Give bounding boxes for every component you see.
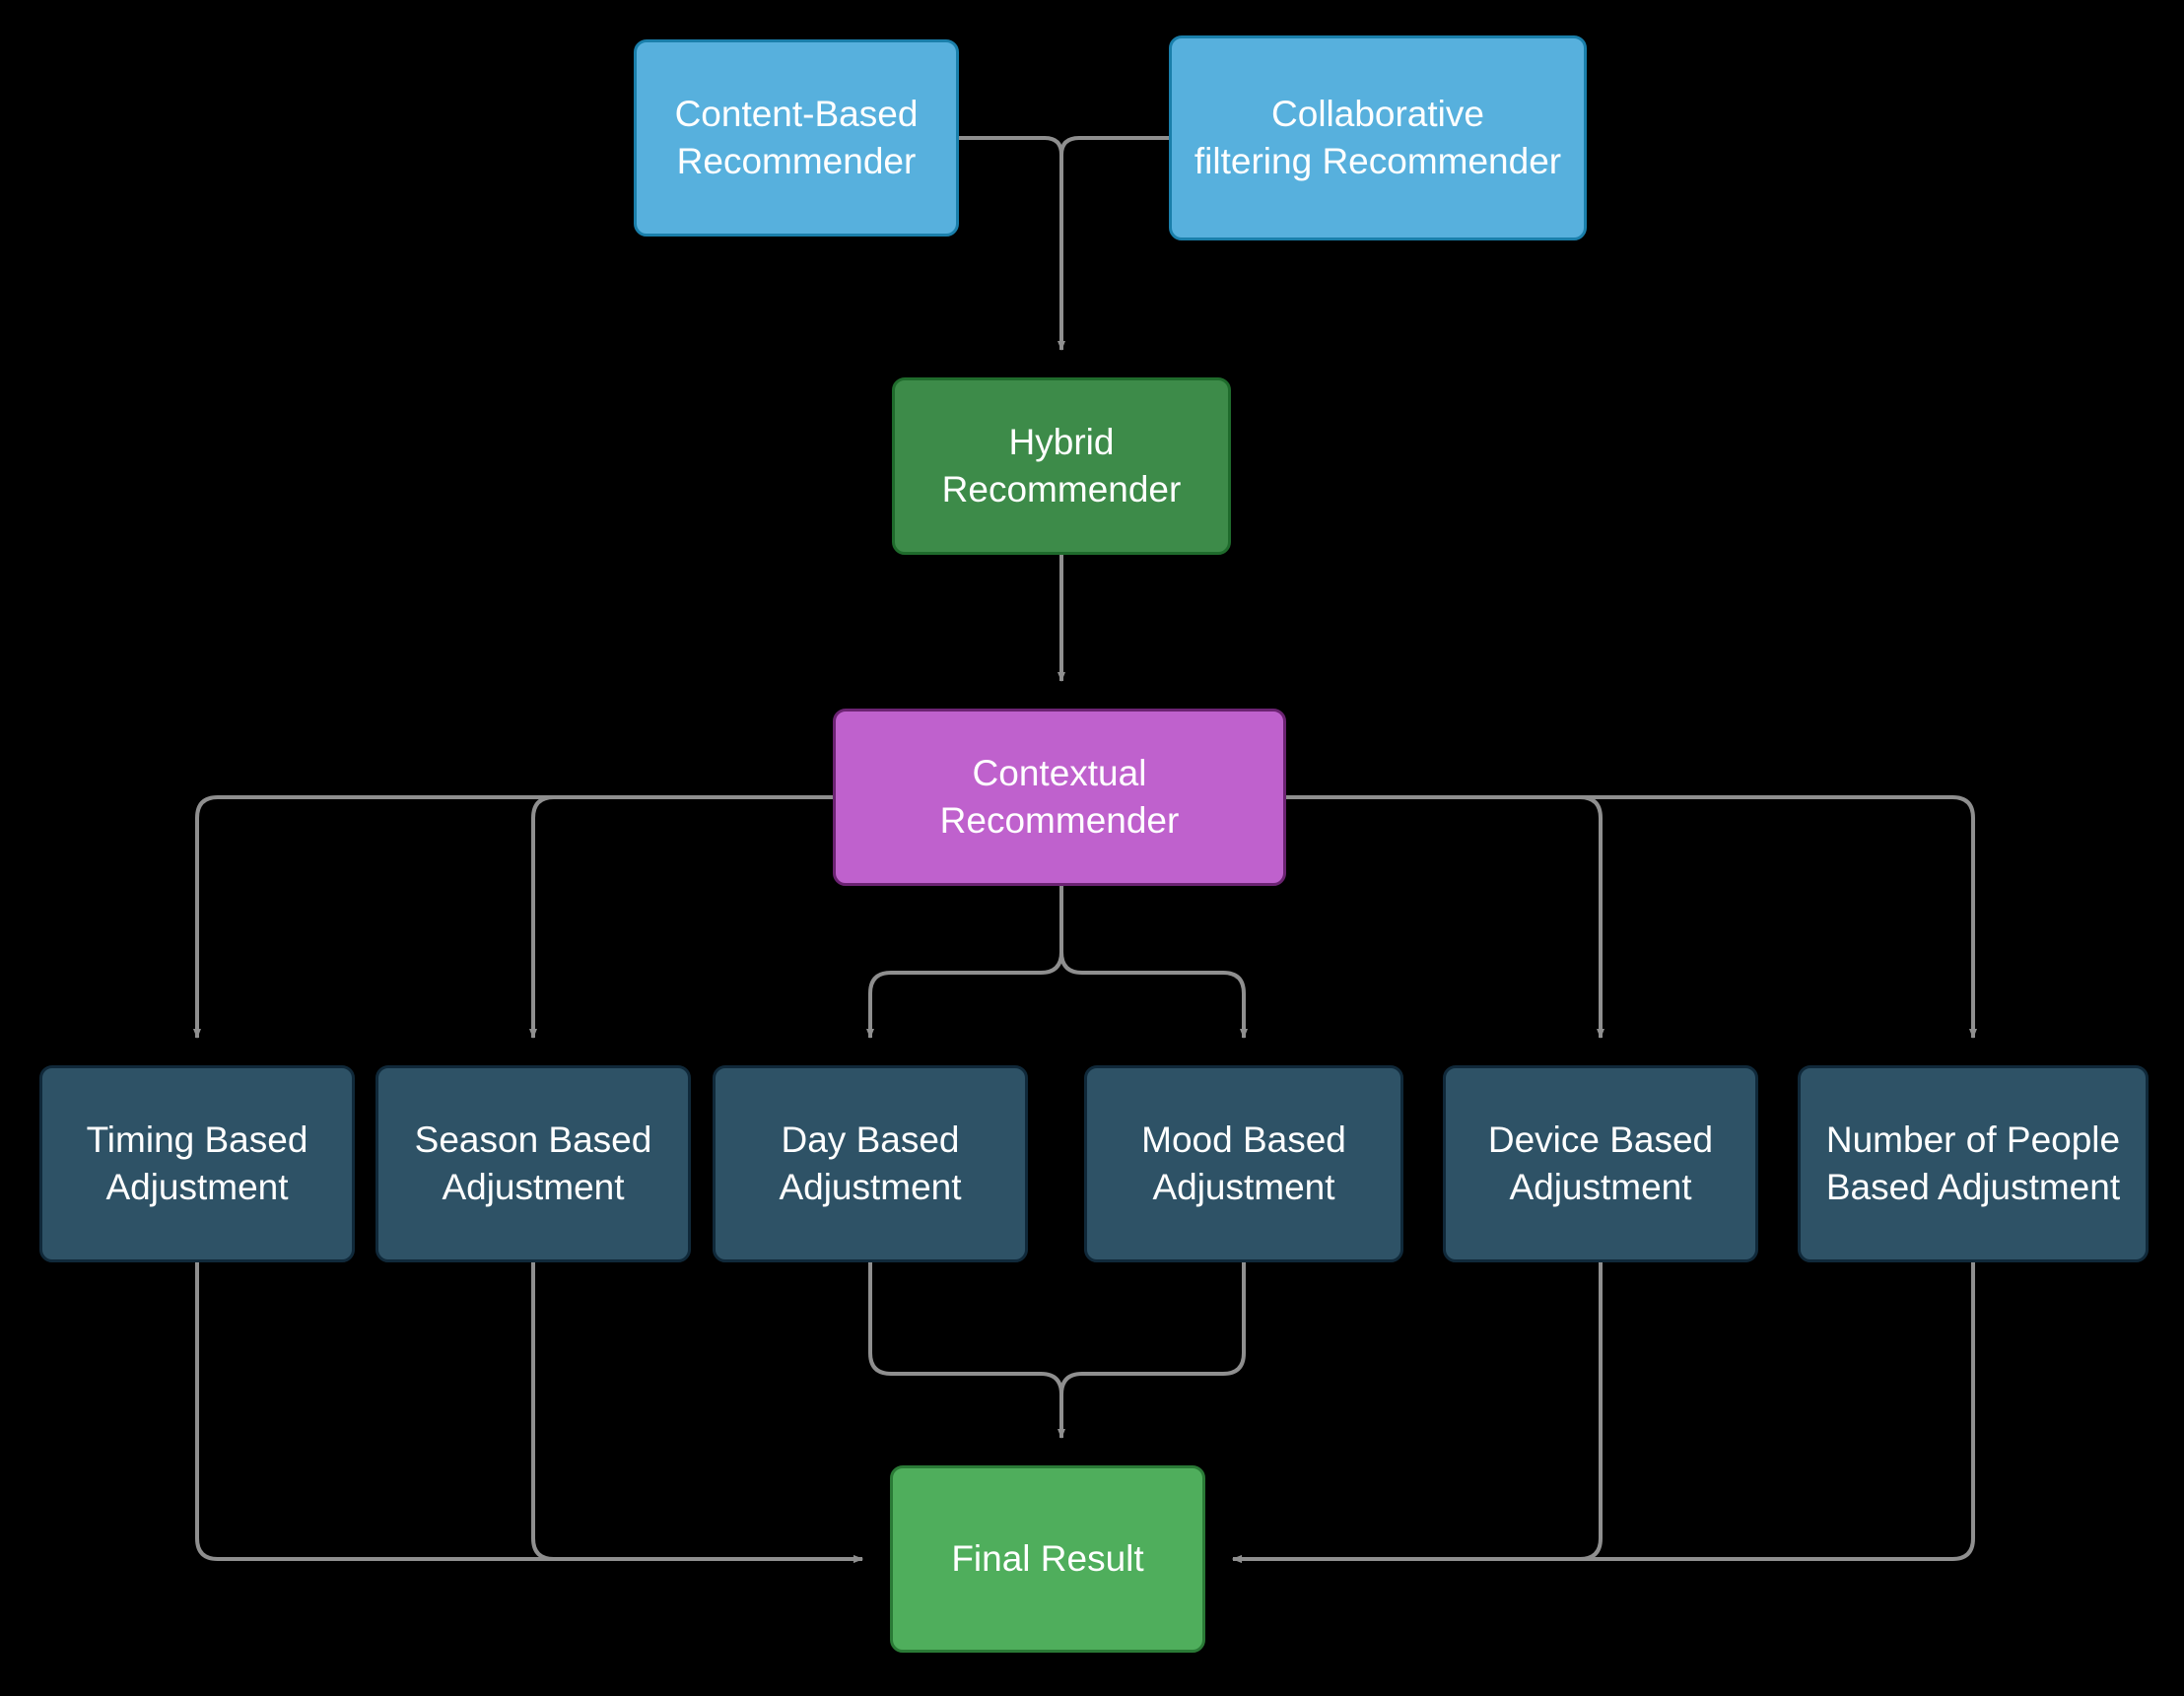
edge-device-to-final [1232, 1262, 1603, 1563]
edge-contextual-to-device [1286, 795, 1604, 1039]
edge-timing-to-final [195, 1262, 863, 1563]
edge-season-to-final [531, 1262, 863, 1563]
edge-contextual-to-people [1286, 795, 1977, 1039]
node-mood-based-adjustment[interactable]: Mood Based Adjustment [1084, 1065, 1403, 1262]
edge-people-to-final [1232, 1262, 1975, 1563]
edge-collaborative-to-hybrid [1059, 136, 1169, 177]
edge-mood-to-final [1059, 1262, 1246, 1419]
node-content-based-recommender[interactable]: Content-Based Recommender [634, 39, 959, 237]
node-number-of-people-based-adjustment[interactable]: Number of People Based Adjustment [1798, 1065, 2149, 1262]
edge-contextual-to-season [529, 795, 833, 1039]
edge-day-to-final [868, 1262, 1065, 1439]
node-collaborative-filtering-recommender[interactable]: Collaborative filtering Recommender [1169, 35, 1587, 240]
node-hybrid-recommender[interactable]: Hybrid Recommender [892, 377, 1231, 555]
node-device-based-adjustment[interactable]: Device Based Adjustment [1443, 1065, 1758, 1262]
node-final-result[interactable]: Final Result [890, 1465, 1205, 1653]
node-season-based-adjustment[interactable]: Season Based Adjustment [375, 1065, 691, 1262]
node-timing-based-adjustment[interactable]: Timing Based Adjustment [39, 1065, 355, 1262]
edge-contextual-to-day [866, 886, 1063, 1039]
node-day-based-adjustment[interactable]: Day Based Adjustment [713, 1065, 1028, 1262]
node-contextual-recommender[interactable]: Contextual Recommender [833, 709, 1286, 886]
edge-contextual-to-mood [1059, 886, 1248, 1039]
edge-contextual-to-timing [193, 795, 833, 1039]
edge-content-based-to-hybrid [959, 136, 1065, 351]
